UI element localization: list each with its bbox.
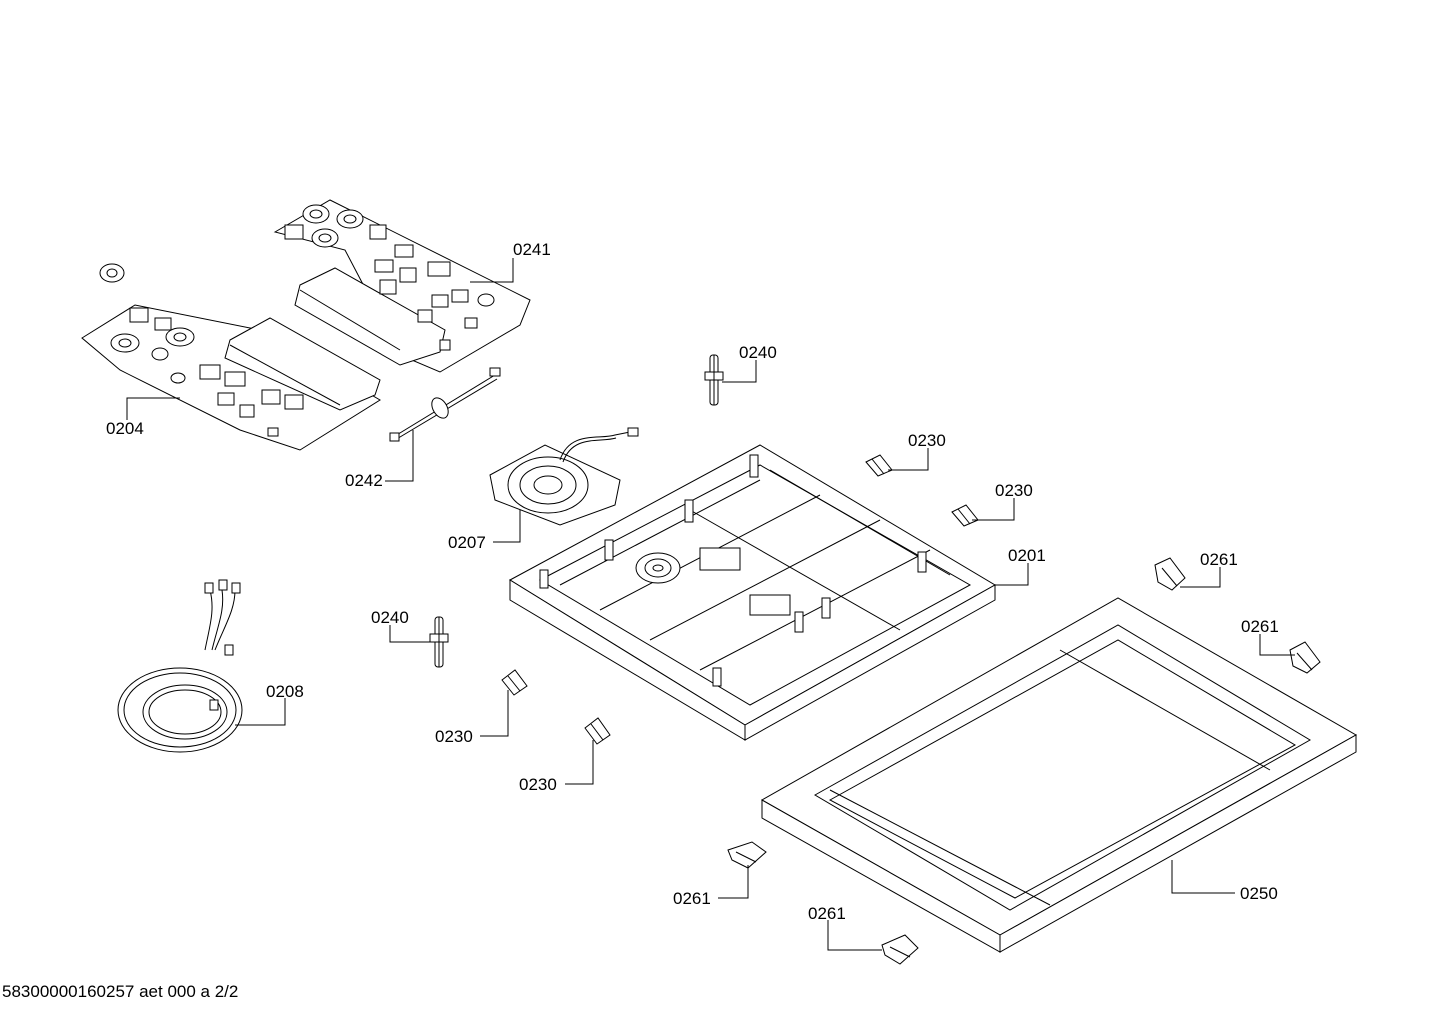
callout-0201: 0201: [1008, 546, 1046, 565]
clip-0240-upper: [704, 354, 724, 406]
callout-0208: 0208: [266, 682, 304, 701]
bracket-0230-3: [501, 669, 528, 696]
foot-0261-2: [1289, 641, 1321, 674]
fan-unit-0207: [489, 427, 639, 526]
callout-0261-1: 0261: [1200, 550, 1238, 569]
callout-0204: 0204: [106, 419, 144, 438]
callout-0240-upper: 0240: [739, 343, 777, 362]
leader-lines: [126, 258, 1295, 951]
callout-0261-2: 0261: [1241, 617, 1279, 636]
bracket-0230-1: [865, 454, 893, 477]
cable-0242: [389, 367, 501, 442]
circuit-board-0241: [273, 199, 531, 373]
callout-0240-lower: 0240: [371, 608, 409, 627]
callout-0242: 0242: [345, 471, 383, 490]
foot-0261-3: [727, 841, 767, 869]
callout-0241: 0241: [513, 240, 551, 259]
foot-0261-4: [881, 934, 919, 965]
callout-0230-2: 0230: [995, 481, 1033, 500]
callout-0261-4: 0261: [808, 904, 846, 923]
callout-0250: 0250: [1240, 884, 1278, 903]
frame-0250: [760, 597, 1358, 953]
callout-0230-3: 0230: [435, 727, 473, 746]
bracket-0230-2: [951, 504, 979, 527]
callout-0230-1: 0230: [908, 431, 946, 450]
mains-cable-0208: [117, 579, 243, 753]
callout-0261-3: 0261: [673, 889, 711, 908]
callout-0230-4: 0230: [519, 775, 557, 794]
bracket-0230-4: [584, 717, 611, 745]
base-tray-0201: [509, 444, 996, 741]
clip-0240-lower: [429, 616, 449, 668]
foot-0261-1: [1154, 557, 1186, 591]
callout-0207: 0207: [448, 533, 486, 552]
document-footer-code: 58300000160257 aet 000 a 2/2: [2, 982, 239, 1001]
circuit-board-0204: [81, 263, 381, 451]
